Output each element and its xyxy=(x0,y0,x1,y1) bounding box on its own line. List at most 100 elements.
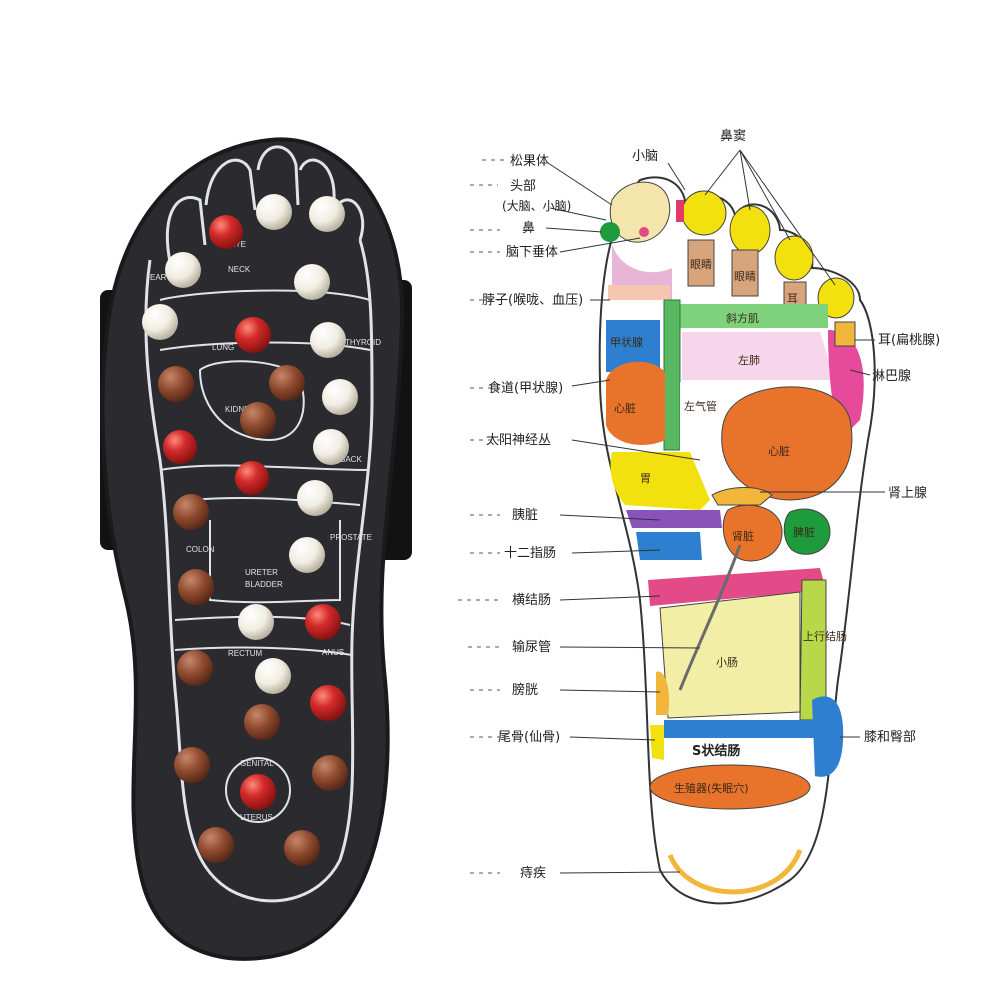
chart-zone-bronchus xyxy=(680,382,728,452)
white-bead xyxy=(165,252,201,288)
white-bead xyxy=(289,537,325,573)
chart-zone-text: 肾脏 xyxy=(732,530,754,543)
brown-bead xyxy=(173,494,209,530)
chart-zone-text: 心脏 xyxy=(768,445,790,458)
slipper-label: NECK xyxy=(228,265,251,274)
brown-bead xyxy=(198,827,234,863)
slipper-label: EYE xyxy=(230,240,246,249)
chart-zone-toe xyxy=(681,190,727,236)
chart-label: 食道(甲状腺) xyxy=(488,380,563,396)
chart-zone-cerebellum xyxy=(676,200,684,222)
chart-zone-hemorrhoid xyxy=(667,849,803,895)
chart-zone-text: 生殖器(失眠穴) xyxy=(674,781,749,795)
chart-label: 十二指肠 xyxy=(504,546,556,561)
chart-zone-text: 眼睛 xyxy=(690,258,712,271)
chart-zone-text: 左肺 xyxy=(738,354,760,367)
slipper-label: COLON xyxy=(186,545,215,554)
slipper-label: RECTUM xyxy=(228,649,263,658)
white-bead xyxy=(142,304,178,340)
red-bead xyxy=(310,685,346,721)
chart-label: 脖子(喉咙、血压) xyxy=(482,292,583,308)
chart-zone-text: 心脏 xyxy=(614,402,636,415)
chart-zone-adrenal xyxy=(711,487,773,506)
slipper-label: PROSTATE xyxy=(330,533,372,542)
slipper-label: EAR xyxy=(150,273,167,282)
brown-bead xyxy=(284,830,320,866)
chart-zone-text: 耳 xyxy=(787,292,798,305)
red-bead xyxy=(305,604,341,640)
chart-zone-text: 小肠 xyxy=(716,656,738,669)
slipper-label: URETER xyxy=(245,568,278,577)
slipper-foot-outline xyxy=(144,145,374,903)
massage-slipper: EAR EYE NECK LUNG KIDNEYS THYROID BACK C… xyxy=(100,137,412,961)
chart-zone-pancreas xyxy=(626,510,722,528)
chart-zone-thyroid xyxy=(606,320,660,372)
chart-zone-text: 胃 xyxy=(640,472,651,485)
brown-bead xyxy=(178,569,214,605)
brown-bead xyxy=(240,402,276,438)
white-bead xyxy=(310,322,346,358)
white-bead xyxy=(313,429,349,465)
chart-label: 淋巴腺 xyxy=(872,369,911,384)
white-bead xyxy=(309,196,345,232)
chart-zone-toe xyxy=(729,205,771,255)
chart-zone-tonsil xyxy=(834,321,856,347)
white-bead xyxy=(256,194,292,230)
chart-zone-text: 上行结肠 xyxy=(803,630,847,643)
red-bead xyxy=(235,317,271,353)
slipper-label: THYROID xyxy=(345,338,381,347)
chart-label: 膀胱 xyxy=(512,682,538,698)
chart-zone-duodenum xyxy=(636,532,702,560)
chart-zone-spleen xyxy=(783,508,831,555)
chart-label: 脑下垂体 xyxy=(506,245,558,260)
chart-zone-text: 脾脏 xyxy=(793,525,815,539)
chart-zone-eye xyxy=(731,249,759,297)
slipper-label: KIDNEYS xyxy=(225,405,260,414)
chart-zone-eye xyxy=(687,239,715,287)
brown-bead xyxy=(244,704,280,740)
chart-zone-knee xyxy=(812,696,844,777)
slipper-labels: EAR EYE NECK LUNG KIDNEYS THYROID BACK C… xyxy=(150,240,381,822)
chart-label: 胰脏 xyxy=(512,508,538,523)
chart-zone-sigmoid-colon xyxy=(664,720,814,738)
chart-zone-text: S状结肠 xyxy=(692,743,740,759)
slipper-label: UTERUS xyxy=(240,813,273,822)
red-bead xyxy=(235,461,269,495)
slipper-label: BACK xyxy=(340,455,362,464)
chart-label: 横结肠 xyxy=(512,593,551,608)
chart-zone-text: 眼睛 xyxy=(734,270,756,283)
slipper-zone-lines xyxy=(159,289,371,823)
red-bead xyxy=(209,215,243,249)
chart-ureter-line xyxy=(678,544,742,691)
chart-label: 痔疾 xyxy=(520,865,546,881)
white-bead xyxy=(294,264,330,300)
brown-bead xyxy=(174,747,210,783)
slipper-beads xyxy=(142,194,358,866)
slipper-label: ANUS xyxy=(322,648,344,657)
chart-zone-pituitary xyxy=(639,227,649,237)
chart-label: 耳(扁桃腺) xyxy=(878,333,940,348)
chart-zone-neck xyxy=(608,285,670,300)
chart-leader-lines xyxy=(545,149,885,874)
white-bead xyxy=(322,379,358,415)
slipper-label: LUNG xyxy=(212,343,234,352)
chart-labels: 松果体 小脑 鼻窦 头部 (大脑、小脑) 鼻 脑下垂体 脖子(喉咙、血压) 耳(… xyxy=(482,128,940,881)
chart-dash-stubs xyxy=(458,159,505,874)
brown-bead xyxy=(312,755,348,791)
chart-label: 肾上腺 xyxy=(888,486,927,501)
chart-zone-heart-left xyxy=(606,361,665,445)
brown-bead xyxy=(158,366,194,402)
chart-label: 鼻 xyxy=(522,220,535,236)
chart-zone-esophagus xyxy=(663,299,681,451)
chart-zone-text: 左气管 xyxy=(684,399,717,413)
brown-bead xyxy=(177,650,213,686)
chart-label: 头部 xyxy=(510,179,536,194)
chart-zone-toe xyxy=(774,235,814,281)
white-bead xyxy=(238,604,274,640)
chart-zone-small-intestine xyxy=(659,591,801,719)
chart-zone-text: 甲状腺 xyxy=(610,335,643,349)
chart-label: 小脑 xyxy=(632,149,658,164)
chart-zone-transverse-colon xyxy=(648,568,826,606)
white-bead xyxy=(255,658,291,694)
